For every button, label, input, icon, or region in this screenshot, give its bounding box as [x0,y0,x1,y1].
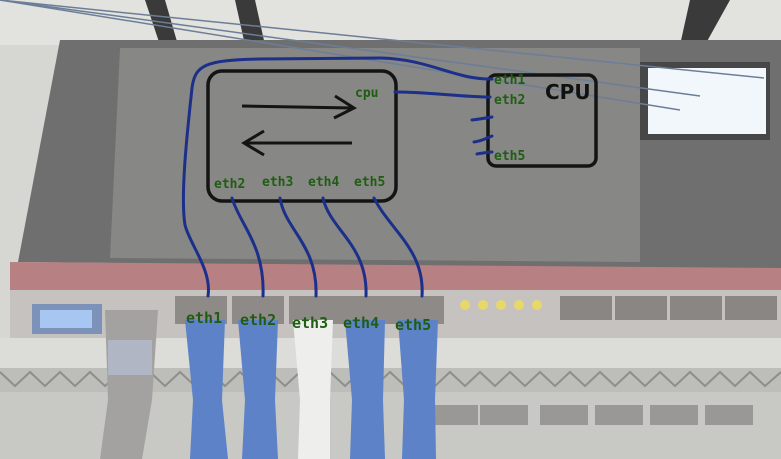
wire-eth1 [181,56,494,298]
wire-eth3 [278,196,318,298]
antenna-right [680,0,730,45]
switch-port-eth5: eth5 [354,175,385,190]
wire-eth2 [230,196,265,298]
router-top-highlight [110,48,640,262]
power-led-glow [40,310,92,328]
wire-eth5 [372,196,424,298]
right-arrow-icon [241,94,358,120]
switch-chip-box [206,69,398,203]
router-port-eth3: eth3 [292,314,328,332]
wires [181,56,494,298]
cpu-uplink-label: cpu [355,86,378,101]
cpu-port-eth2: eth2 [494,93,525,108]
lcd-screen [648,68,766,134]
router-port-eth4: eth4 [343,314,379,332]
cpu-title: CPU [545,80,591,104]
router-port-eth5: eth5 [395,316,431,334]
wire-eth4 [321,196,368,298]
router-port-eth1: eth1 [186,309,222,327]
cpu-port-eth1: eth1 [494,73,525,88]
lcd-line-2 [0,0,681,111]
switch-port-eth3: eth3 [262,175,293,190]
lcd-line-1 [0,0,765,79]
front-ports [175,296,777,324]
router-port-eth2: eth2 [240,311,276,329]
top-wall [0,0,781,45]
wire-cpu-stub-3 [470,115,494,122]
switch-port-eth2: eth2 [214,177,245,192]
switch-port-eth4: eth4 [308,175,339,190]
wire-cpu-uplink [393,90,492,99]
wire-cpu-stub-4 [472,134,494,144]
cpu-port-eth5: eth5 [494,149,525,164]
wire-cpu-stub-5 [475,150,494,156]
lower-ports [430,405,753,425]
cpu-box [486,73,598,168]
left-arrow-icon [241,129,352,157]
lcd-line-3 [0,0,701,97]
ethernet-cables [100,310,438,459]
status-leds [460,300,542,310]
